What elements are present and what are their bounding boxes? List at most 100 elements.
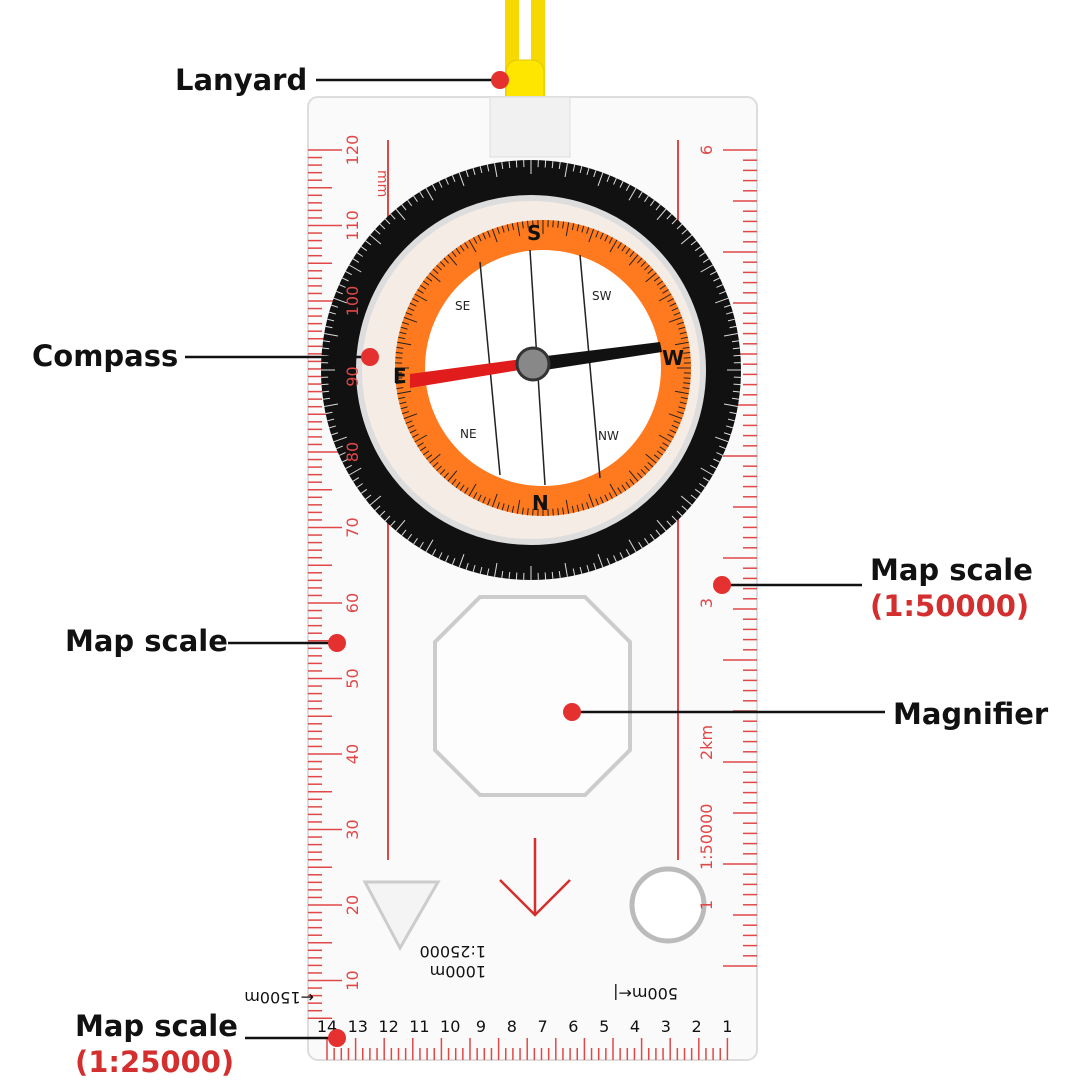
bezel-tick [700, 467, 714, 476]
dial-tick [662, 442, 669, 447]
bezel-tick [419, 191, 424, 199]
callout-map-scale-right: Map scale(1:50000) [870, 552, 1033, 624]
bezel-tick [431, 184, 437, 191]
bezel-tick [374, 505, 381, 511]
bezel-tick [352, 477, 360, 482]
bezel-tick [338, 452, 346, 456]
bottom-ruler-number: 7 [538, 1017, 548, 1036]
bezel-tick [425, 539, 434, 553]
dial-tick [396, 346, 404, 349]
dial-tick [557, 220, 559, 228]
dial-tick [496, 501, 500, 509]
dial-tick [673, 420, 681, 424]
dial-tick [674, 341, 689, 346]
bezel-tick [472, 564, 476, 573]
dial-tick [609, 239, 618, 253]
dial-tick [668, 413, 683, 420]
bezel-tick [597, 172, 604, 186]
bezel-tick [445, 177, 449, 185]
bezel-tick [699, 252, 706, 257]
dial-tick [443, 472, 450, 479]
dial-tick [562, 507, 565, 515]
dial-tick [669, 302, 677, 307]
dial-tick [588, 493, 595, 508]
dial-tick [399, 401, 407, 405]
cardinal-s: S [527, 221, 541, 245]
dial-tick [439, 469, 446, 475]
dial-tick [608, 237, 613, 244]
bezel-tick [465, 562, 469, 570]
cardinal-n: N [532, 491, 549, 515]
dial-tick [414, 293, 428, 302]
bezel-tick [579, 566, 583, 574]
bezel-tick [401, 529, 407, 536]
bezel-tick [729, 411, 737, 415]
dial-tick [576, 504, 580, 512]
bezel-tick [551, 161, 554, 169]
bezel-tick [558, 161, 561, 170]
callout-dots [328, 71, 731, 1047]
dial-tick [678, 326, 686, 330]
mm-label: mm [374, 170, 390, 197]
dial-tick [669, 429, 677, 434]
bezel-tick [551, 571, 554, 579]
dial-tick [402, 321, 410, 325]
dial-tick [617, 487, 622, 494]
bezel-tick [564, 562, 568, 577]
bezel-tick [327, 418, 335, 422]
bezel-tick [333, 436, 347, 443]
bezel-tick [694, 488, 702, 494]
left-ruler-number: 70 [343, 517, 362, 537]
bezel-tick [593, 170, 597, 178]
dial-tick [407, 424, 415, 429]
bezel-tick [328, 425, 337, 429]
bezel-tick [671, 515, 678, 522]
bezel-tick [586, 564, 590, 573]
dial-tick [647, 268, 654, 275]
bezel-tick [680, 495, 693, 506]
dial-tick [576, 224, 580, 232]
dial-tick [629, 251, 635, 258]
bezel-tick [374, 229, 381, 235]
dial-tick [629, 478, 635, 485]
dial-tick [527, 508, 529, 516]
dial-tick [636, 472, 643, 479]
bezel-tick [342, 277, 349, 282]
dial-tick [671, 424, 679, 429]
magnifier-lens [433, 595, 632, 797]
bezel-tick [501, 570, 504, 579]
right-ruler-number: 1 [697, 900, 716, 910]
cardinal-w: W [662, 346, 684, 370]
bezel-tick [365, 494, 372, 500]
bezel-tick [360, 246, 368, 252]
bezel-tick [572, 568, 576, 576]
bezel-tick [723, 403, 738, 407]
bottom-ruler-number: 10 [440, 1017, 460, 1036]
bezel-tick [710, 270, 717, 276]
bottom-500: 500m←| [613, 984, 678, 1003]
bezel-tick [494, 163, 498, 178]
bezel-tick [425, 187, 434, 201]
dial-tick [647, 461, 654, 468]
right-2km: 2km [697, 725, 716, 760]
dial-tick [417, 289, 424, 294]
dial-tick [506, 224, 510, 232]
bezel-tick [690, 494, 697, 500]
bezel-tick [655, 529, 661, 536]
dial-tick [405, 420, 413, 424]
bottom-scale: 1:25000 [420, 942, 486, 961]
bezel-tick [619, 181, 624, 188]
bezel-tick [727, 418, 735, 422]
bottom-ruler-number: 3 [661, 1017, 671, 1036]
dial-tick [414, 434, 428, 443]
dial-tick [473, 492, 478, 499]
dial-tick [636, 257, 643, 264]
bezel-tick [413, 538, 418, 545]
bottom-ruler-number: 12 [378, 1017, 398, 1036]
dial-tick [662, 289, 669, 294]
bezel-tick [395, 519, 406, 532]
dial-tick [501, 225, 505, 233]
dial-tick [511, 223, 515, 231]
bezel-tick [369, 495, 382, 506]
